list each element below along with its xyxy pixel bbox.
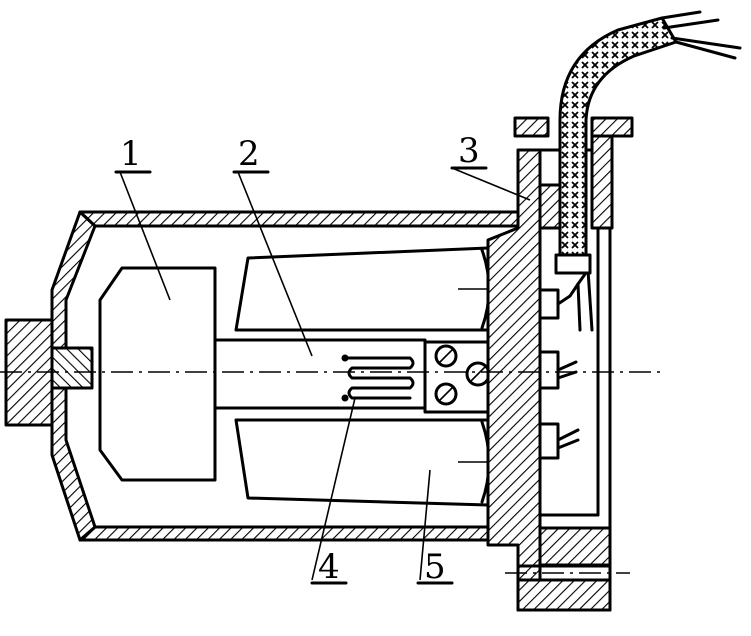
clamp-screw-icon xyxy=(434,344,491,406)
part-label-2-text: 2 xyxy=(238,134,260,174)
terminal-pins xyxy=(538,268,594,460)
braided-cable xyxy=(554,10,742,275)
part-label-1-text: 1 xyxy=(120,134,142,174)
stop-block-lower xyxy=(234,418,505,507)
part-label-3-text: 3 xyxy=(458,131,480,171)
terminal-pin-icon xyxy=(538,350,578,390)
part-label-3: 3 xyxy=(450,131,488,171)
part-label-5: 5 xyxy=(416,547,454,587)
stop-block-upper xyxy=(234,246,505,332)
part-label-4: 4 xyxy=(310,547,348,587)
part-label-2: 2 xyxy=(232,134,270,174)
part-label-1: 1 xyxy=(114,134,152,174)
part-label-4-text: 4 xyxy=(318,547,340,587)
leader-lines xyxy=(119,167,531,581)
clamp-block xyxy=(423,340,497,414)
part-label-5-text: 5 xyxy=(424,547,446,587)
strain-gauge xyxy=(341,354,415,402)
terminal-pin-icon xyxy=(538,422,580,460)
